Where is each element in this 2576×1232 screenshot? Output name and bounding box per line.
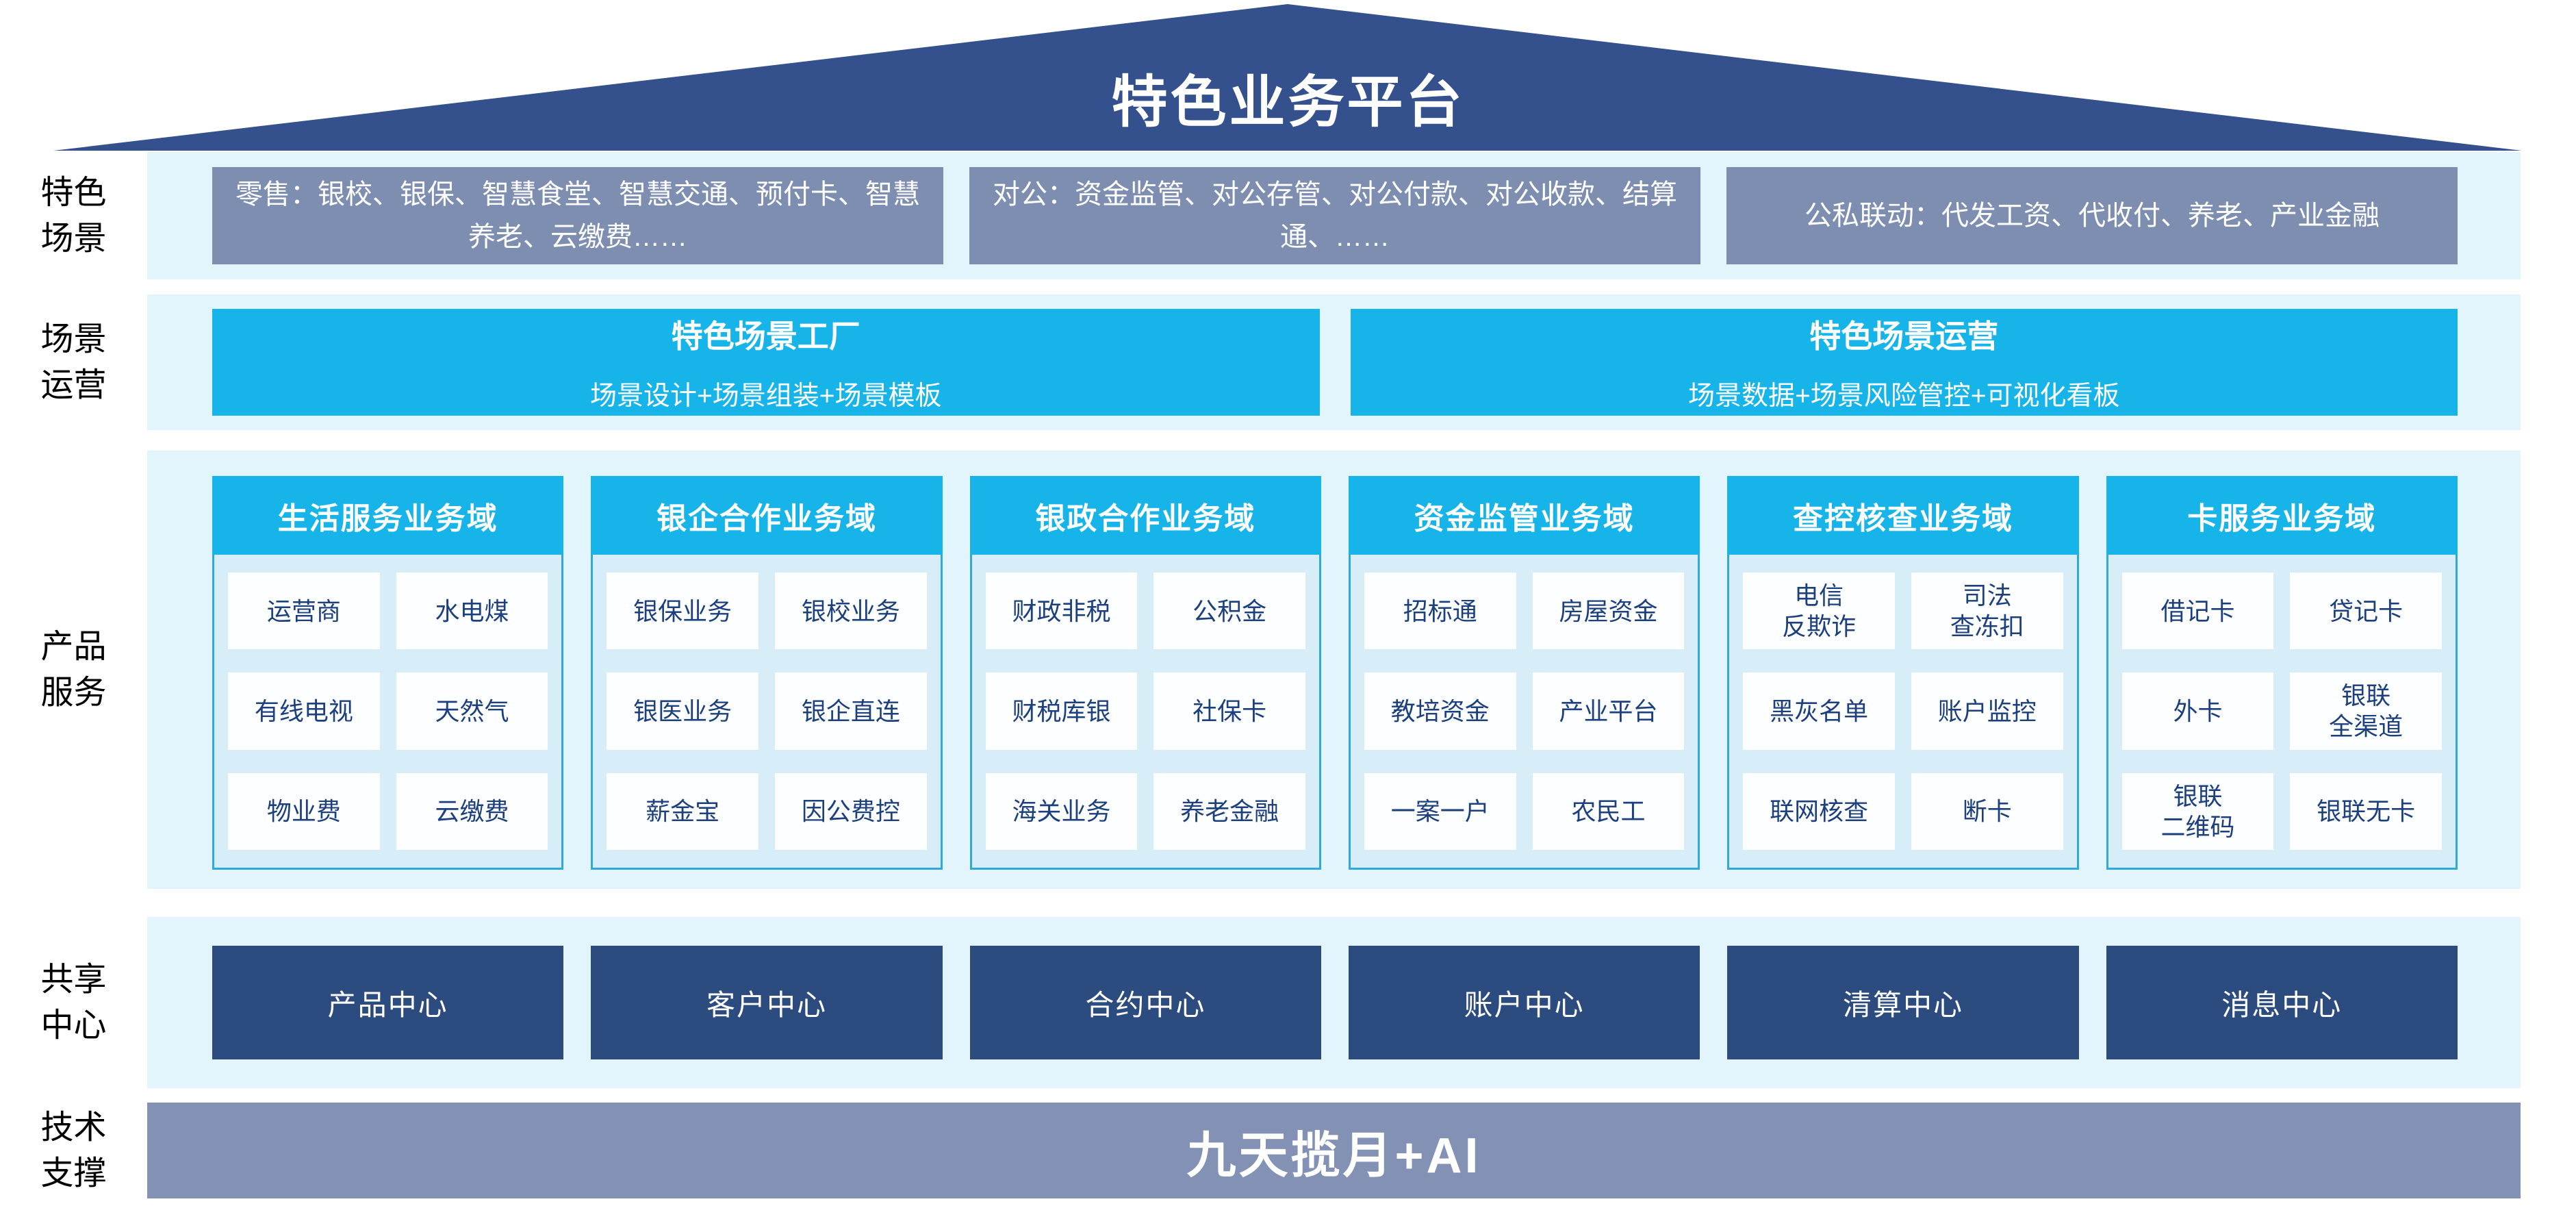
product-cell: 有线电视 bbox=[228, 672, 380, 750]
row-label-operations: 场景 运营 bbox=[40, 320, 107, 403]
product-cell: 社保卡 bbox=[1153, 672, 1305, 750]
product-cell: 物业费 bbox=[228, 772, 380, 850]
domain-header: 生活服务业务域 bbox=[212, 476, 564, 555]
product-cell: 养老金融 bbox=[1153, 772, 1305, 850]
product-cell: 招标通 bbox=[1364, 573, 1516, 650]
product-cell: 银保业务 bbox=[607, 573, 758, 650]
product-cell: 银联 二维码 bbox=[2121, 772, 2274, 850]
row-label-shared: 共享 中心 bbox=[40, 961, 107, 1044]
products-band: 生活服务业务域 运营商 水电煤 有线电视 天然气 物业费 云缴费 银企合作业务域… bbox=[147, 451, 2521, 889]
product-cell: 公积金 bbox=[1153, 573, 1305, 650]
scene-box-retail: 零售：银校、银保、智慧食堂、智慧交通、预付卡、智慧养老、云缴费…… bbox=[212, 167, 943, 264]
product-cell: 薪金宝 bbox=[607, 772, 758, 850]
domain-header: 查控核查业务域 bbox=[1727, 476, 2079, 555]
domain-column-inquiry-verification: 查控核查业务域 电信 反欺诈 司法 查冻扣 黑灰名单 账户监控 联网核查 断卡 bbox=[1727, 476, 2079, 870]
product-cell: 运营商 bbox=[228, 573, 380, 650]
product-cell: 借记卡 bbox=[2121, 573, 2274, 650]
center-box-product: 产品中心 bbox=[212, 946, 564, 1059]
product-cell: 财政非税 bbox=[985, 573, 1138, 650]
scene-box-public-private: 公私联动：代发工资、代收付、养老、产业金融 bbox=[1726, 167, 2458, 264]
product-cell: 银医业务 bbox=[607, 672, 758, 750]
domain-body: 借记卡 贷记卡 外卡 银联 全渠道 银联 二维码 银联无卡 bbox=[2106, 555, 2458, 870]
domain-body: 运营商 水电煤 有线电视 天然气 物业费 云缴费 bbox=[212, 555, 564, 870]
domain-column-bank-government: 银政合作业务域 财政非税 公积金 财税库银 社保卡 海关业务 养老金融 bbox=[969, 476, 1321, 870]
scene-factory-subtitle: 场景设计+场景组装+场景模板 bbox=[589, 381, 942, 411]
center-box-customer: 客户中心 bbox=[591, 946, 943, 1059]
product-cell: 教培资金 bbox=[1364, 672, 1516, 750]
domain-body: 银保业务 银校业务 银医业务 银企直连 薪金宝 因公费控 bbox=[591, 555, 943, 870]
scene-operation-title: 特色场景运营 bbox=[1809, 318, 1999, 354]
platform-title: 特色业务平台 bbox=[1111, 71, 1465, 134]
product-cell: 贷记卡 bbox=[2290, 573, 2442, 650]
domain-column-bank-enterprise: 银企合作业务域 银保业务 银校业务 银医业务 银企直连 薪金宝 因公费控 bbox=[591, 476, 943, 870]
product-cell: 司法 查冻扣 bbox=[1911, 573, 2063, 650]
domain-header: 银企合作业务域 bbox=[591, 476, 943, 555]
operations-band: 特色场景工厂 场景设计+场景组装+场景模板 特色场景运营 场景数据+场景风险管控… bbox=[147, 294, 2521, 430]
product-cell: 一案一户 bbox=[1364, 772, 1516, 850]
scene-operation-box: 特色场景运营 场景数据+场景风险管控+可视化看板 bbox=[1350, 309, 2458, 416]
tech-support-banner: 九天揽月+AI bbox=[147, 1103, 2521, 1198]
product-cell: 财税库银 bbox=[985, 672, 1138, 750]
shared-band: 产品中心 客户中心 合约中心 账户中心 清算中心 消息中心 bbox=[147, 917, 2521, 1088]
row-label-products: 产品 服务 bbox=[40, 628, 107, 711]
product-cell: 银联 全渠道 bbox=[2290, 672, 2442, 750]
center-box-clearing: 清算中心 bbox=[1727, 946, 2079, 1059]
domain-body: 招标通 房屋资金 教培资金 产业平台 一案一户 农民工 bbox=[1348, 555, 1700, 870]
product-cell: 房屋资金 bbox=[1532, 573, 1685, 650]
domain-body: 电信 反欺诈 司法 查冻扣 黑灰名单 账户监控 联网核查 断卡 bbox=[1727, 555, 2079, 870]
center-box-account: 账户中心 bbox=[1348, 946, 1700, 1059]
domain-header: 银政合作业务域 bbox=[969, 476, 1321, 555]
product-cell: 银校业务 bbox=[774, 573, 927, 650]
domain-header: 卡服务业务域 bbox=[2106, 476, 2458, 555]
scene-factory-box: 特色场景工厂 场景设计+场景组装+场景模板 bbox=[212, 309, 1320, 416]
row-label-tech: 技术 支撑 bbox=[40, 1109, 107, 1192]
scene-factory-title: 特色场景工厂 bbox=[671, 318, 860, 354]
product-cell: 银联无卡 bbox=[2290, 772, 2442, 850]
product-cell: 外卡 bbox=[2121, 672, 2274, 750]
domain-column-life-service: 生活服务业务域 运营商 水电煤 有线电视 天然气 物业费 云缴费 bbox=[212, 476, 564, 870]
domain-header: 资金监管业务域 bbox=[1348, 476, 1700, 555]
product-cell: 联网核查 bbox=[1743, 772, 1895, 850]
product-cell: 水电煤 bbox=[396, 573, 548, 650]
product-cell: 云缴费 bbox=[396, 772, 548, 850]
center-box-contract: 合约中心 bbox=[969, 946, 1321, 1059]
product-cell: 产业平台 bbox=[1532, 672, 1685, 750]
product-cell: 断卡 bbox=[1911, 772, 2063, 850]
roof-triangle bbox=[53, 4, 2522, 151]
domain-column-card-service: 卡服务业务域 借记卡 贷记卡 外卡 银联 全渠道 银联 二维码 银联无卡 bbox=[2106, 476, 2458, 870]
scene-operation-subtitle: 场景数据+场景风险管控+可视化看板 bbox=[1687, 381, 2120, 411]
scene-box-corporate: 对公：资金监管、对公存管、对公付款、对公收款、结算通、…… bbox=[969, 167, 1700, 264]
product-cell: 海关业务 bbox=[985, 772, 1138, 850]
scenes-band: 零售：银校、银保、智慧食堂、智慧交通、预付卡、智慧养老、云缴费…… 对公：资金监… bbox=[147, 152, 2521, 279]
center-box-message: 消息中心 bbox=[2106, 946, 2458, 1059]
domain-column-fund-supervision: 资金监管业务域 招标通 房屋资金 教培资金 产业平台 一案一户 农民工 bbox=[1348, 476, 1700, 870]
product-cell: 电信 反欺诈 bbox=[1743, 573, 1895, 650]
row-label-scenes: 特色 场景 bbox=[40, 174, 107, 257]
product-cell: 账户监控 bbox=[1911, 672, 2063, 750]
product-cell: 黑灰名单 bbox=[1743, 672, 1895, 750]
domain-body: 财政非税 公积金 财税库银 社保卡 海关业务 养老金融 bbox=[969, 555, 1321, 870]
product-cell: 农民工 bbox=[1532, 772, 1685, 850]
product-cell: 因公费控 bbox=[774, 772, 927, 850]
product-cell: 银企直连 bbox=[774, 672, 927, 750]
product-cell: 天然气 bbox=[396, 672, 548, 750]
